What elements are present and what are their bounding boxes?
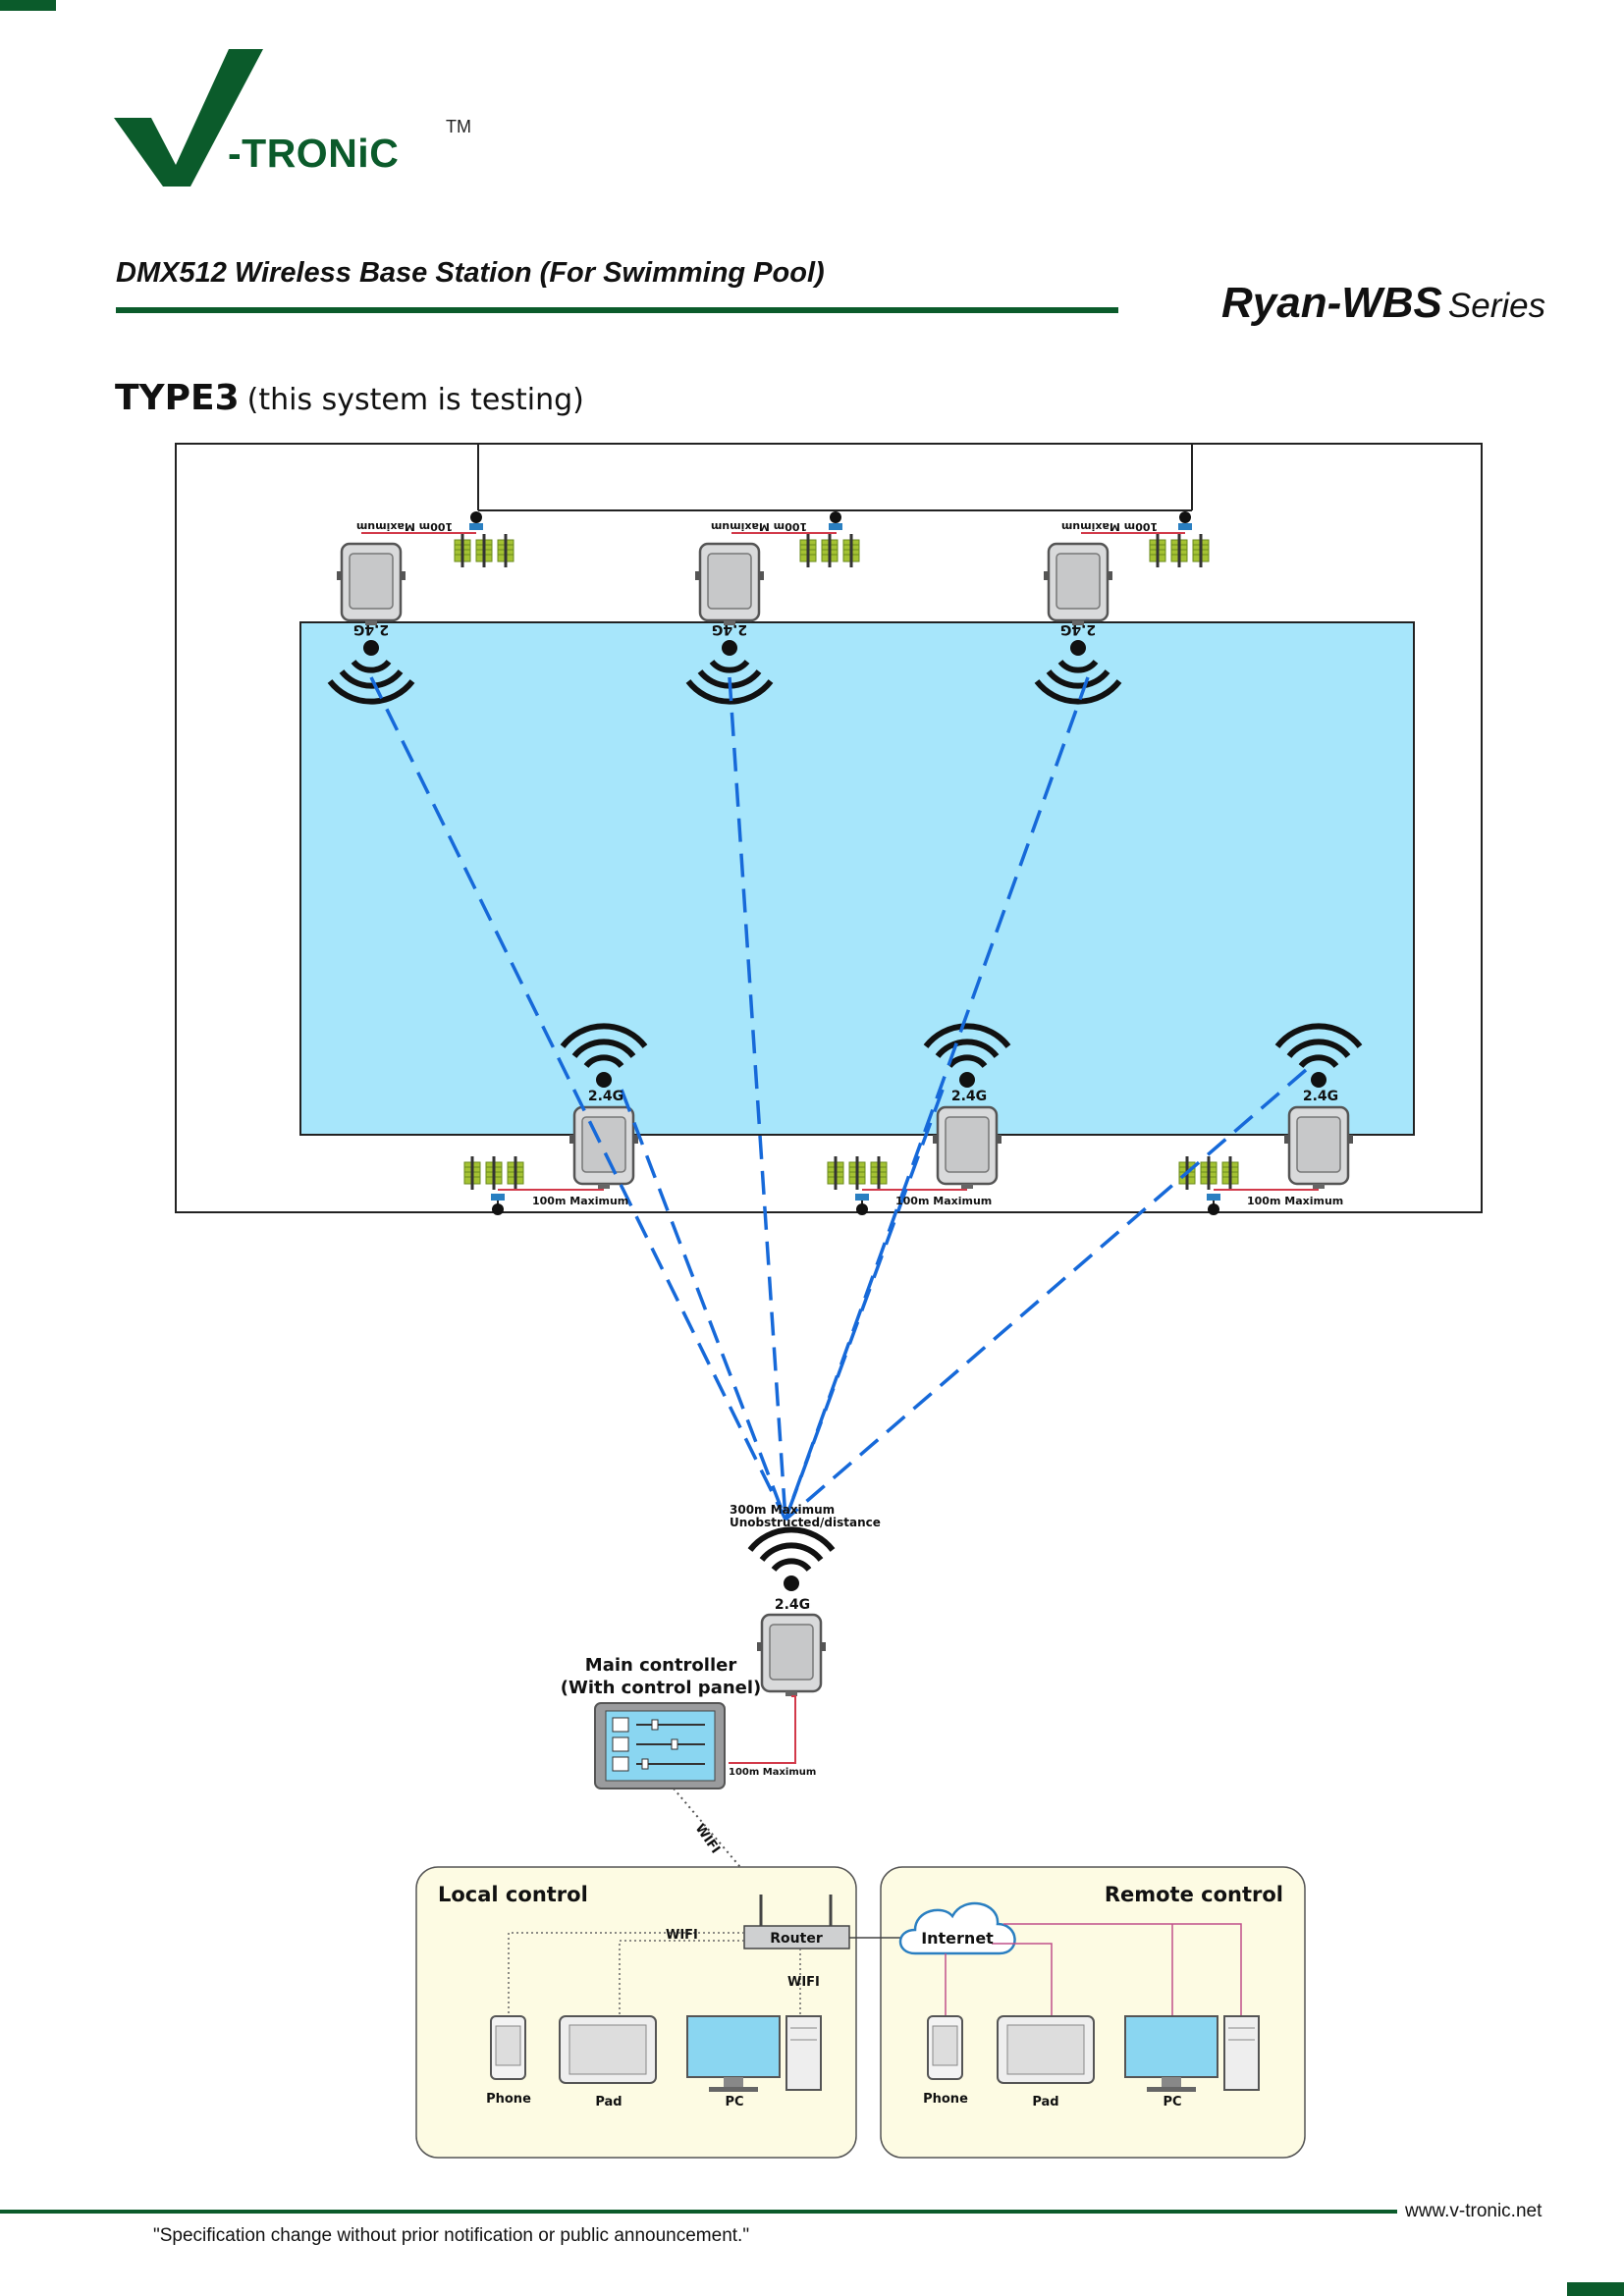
corner-accent-bottom xyxy=(1567,2282,1624,2296)
wifi-label-controller: WIFI xyxy=(692,1822,723,1857)
internet-cloud-icon xyxy=(898,1901,1016,1955)
receiver-bottom-2 xyxy=(826,1026,1008,1215)
cable-label-bottom-2: 100m Maximum xyxy=(895,1195,992,1207)
wifi-label-pad: WIFI xyxy=(666,1928,698,1943)
series-name: Ryan-WBS xyxy=(1221,279,1442,327)
remote-control-title: Remote control xyxy=(1105,1883,1283,1906)
section-heading: TYPE3(this system is testing) xyxy=(115,378,584,418)
receiver-top-2 xyxy=(688,511,861,702)
remote-pad-icon xyxy=(997,2015,1095,2084)
freq-label-top-2: 2.4G xyxy=(712,621,747,637)
cable-label-top-1: 100m Maximum xyxy=(356,520,453,533)
receiver-bottom-1 xyxy=(462,1026,645,1215)
title-divider xyxy=(116,307,1118,313)
freq-label-bottom-3: 2.4G xyxy=(1303,1089,1338,1104)
wifi-label-pc: WIFI xyxy=(787,1975,820,1990)
local-pc-label: PC xyxy=(725,2095,743,2109)
remote-phone-label: Phone xyxy=(923,2092,968,2107)
remote-pc-icon xyxy=(1124,2015,1260,2092)
brand-name: -TRONiC xyxy=(228,131,400,176)
remote-pad-label: Pad xyxy=(1032,2095,1058,2109)
freq-label-bottom-2: 2.4G xyxy=(951,1089,987,1104)
disclaimer-text: "Specification change without prior noti… xyxy=(153,2225,750,2246)
range-label-line2: Unobstructed/distance xyxy=(730,1516,881,1529)
freq-label-top-1: 2.4G xyxy=(353,621,389,637)
internet-label: Internet xyxy=(921,1929,994,1948)
base-station xyxy=(729,1529,833,1764)
cable-label-bottom-3: 100m Maximum xyxy=(1247,1195,1343,1207)
remote-pc-label: PC xyxy=(1163,2095,1181,2109)
cable-label-controller: 100m Maximum xyxy=(729,1767,816,1778)
controller-label-line2: (With control panel) xyxy=(561,1678,762,1698)
receiver-top-3 xyxy=(1037,511,1211,702)
type-label: TYPE3 xyxy=(115,378,240,418)
logo-checkmark-icon xyxy=(114,49,263,187)
corner-accent-top xyxy=(0,0,56,11)
range-label-line1: 300m Maximum xyxy=(730,1503,835,1517)
freq-label-base: 2.4G xyxy=(775,1597,810,1613)
wireless-links xyxy=(369,676,1308,1522)
local-phone-label: Phone xyxy=(486,2092,531,2107)
freq-label-bottom-1: 2.4G xyxy=(588,1089,623,1104)
document-title: DMX512 Wireless Base Station (For Swimmi… xyxy=(116,257,825,289)
freq-label-top-3: 2.4G xyxy=(1060,621,1096,637)
cable-label-top-3: 100m Maximum xyxy=(1061,520,1158,533)
series-suffix: Series xyxy=(1447,287,1546,325)
local-control-title: Local control xyxy=(438,1883,588,1906)
type-note: (this system is testing) xyxy=(246,383,584,417)
controller-label-line1: Main controller xyxy=(585,1655,737,1676)
local-pad-icon xyxy=(559,2015,657,2084)
footer-divider xyxy=(0,2210,1397,2214)
swimming-pool xyxy=(299,621,1415,1136)
cable-label-bottom-1: 100m Maximum xyxy=(532,1195,628,1207)
local-pc-icon xyxy=(686,2015,822,2092)
main-controller-panel xyxy=(594,1702,726,1789)
local-control-panel xyxy=(415,1866,857,2159)
local-pad-label: Pad xyxy=(595,2095,622,2109)
remote-phone-icon xyxy=(927,2015,963,2080)
website-link[interactable]: www.v-tronic.net xyxy=(1405,2201,1543,2221)
cable-label-top-2: 100m Maximum xyxy=(711,520,807,533)
router-label: Router xyxy=(770,1931,823,1947)
receiver-bottom-3 xyxy=(1177,1026,1360,1215)
installation-frame xyxy=(175,443,1483,1213)
local-phone-icon xyxy=(490,2015,526,2080)
trademark-symbol: TM xyxy=(446,117,471,136)
receiver-top-1 xyxy=(330,511,515,702)
